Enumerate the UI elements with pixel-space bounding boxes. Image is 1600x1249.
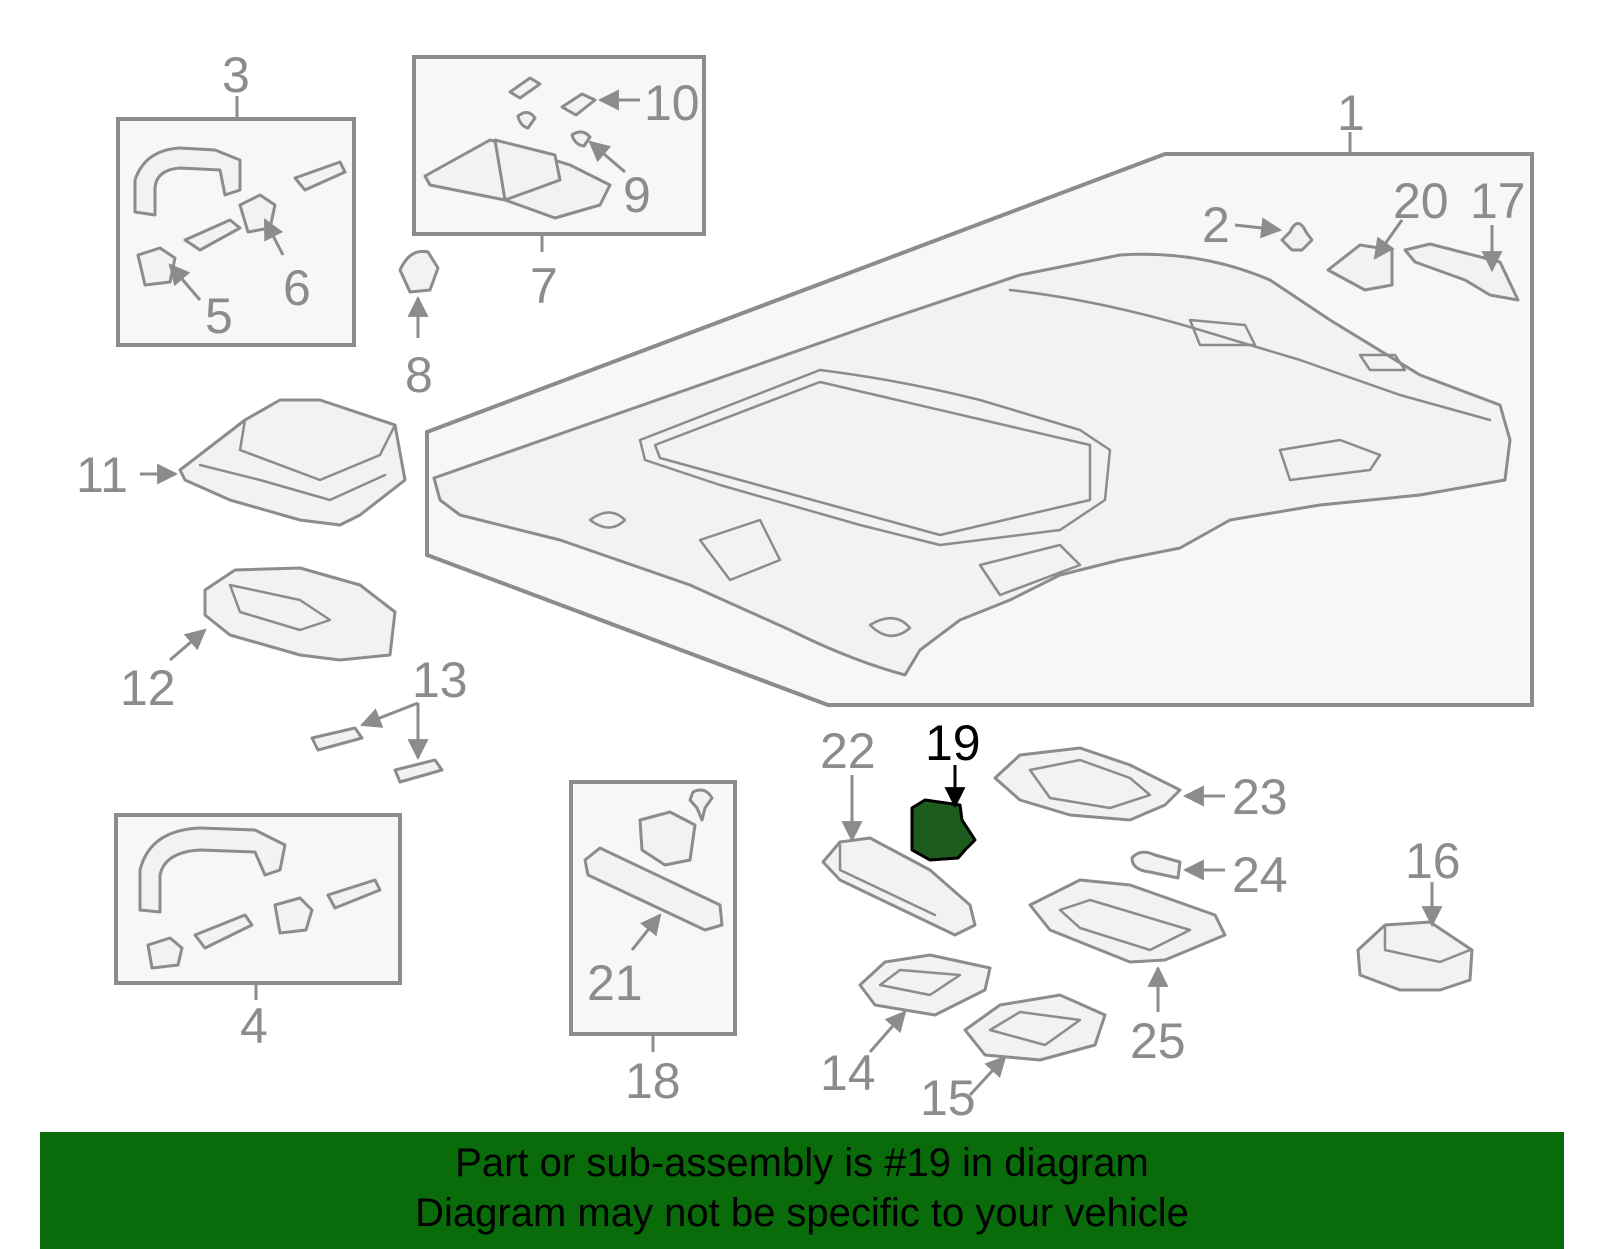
svg-text:16: 16 <box>1405 833 1461 889</box>
part-16[interactable]: 16 <box>1356 833 1474 992</box>
svg-text:19: 19 <box>925 715 981 771</box>
part-23[interactable]: 23 <box>993 746 1288 825</box>
svg-text:14: 14 <box>820 1045 876 1101</box>
footer-line-1: Part or sub-assembly is #19 in diagram <box>455 1141 1149 1185</box>
part-group-4[interactable] <box>114 813 402 1000</box>
svg-text:10: 10 <box>644 75 700 131</box>
part-19-highlighted[interactable]: 19 <box>910 715 981 862</box>
part-2[interactable]: 2 <box>1202 197 1314 253</box>
part-13[interactable]: 13 <box>310 652 468 784</box>
label-6[interactable]: 6 <box>263 218 311 316</box>
svg-text:6: 6 <box>283 260 311 316</box>
label-1: 1 <box>1337 85 1365 141</box>
svg-text:21: 21 <box>587 955 643 1011</box>
label-18: 18 <box>625 1053 681 1109</box>
label-9[interactable]: 9 <box>588 140 651 223</box>
svg-text:13: 13 <box>412 652 468 708</box>
svg-text:12: 12 <box>120 660 176 716</box>
svg-text:2: 2 <box>1202 197 1230 253</box>
label-10[interactable]: 10 <box>597 75 700 131</box>
label-4: 4 <box>240 998 268 1054</box>
svg-text:24: 24 <box>1232 847 1288 903</box>
svg-text:23: 23 <box>1232 769 1288 825</box>
part-17[interactable]: 17 <box>1403 173 1526 302</box>
svg-text:8: 8 <box>405 347 433 403</box>
svg-text:4: 4 <box>240 998 268 1054</box>
part-25[interactable]: 25 <box>1028 878 1227 1069</box>
part-15[interactable]: 15 <box>920 993 1107 1126</box>
part-8[interactable]: 8 <box>398 249 440 403</box>
part-20[interactable]: 20 <box>1326 173 1449 292</box>
part-22[interactable]: 22 <box>820 723 977 937</box>
label-7: 7 <box>530 258 558 314</box>
svg-text:5: 5 <box>205 288 233 344</box>
svg-text:15: 15 <box>920 1070 976 1126</box>
part-12[interactable]: 12 <box>120 566 397 716</box>
svg-text:7: 7 <box>530 258 558 314</box>
footer-line-2: Diagram may not be specific to your vehi… <box>415 1191 1189 1235</box>
label-3: 3 <box>222 47 250 103</box>
part-11[interactable]: 11 <box>76 398 407 527</box>
label-21: 21 <box>587 955 643 1011</box>
part-group-7[interactable] <box>412 55 706 252</box>
svg-text:25: 25 <box>1130 1013 1186 1069</box>
svg-text:22: 22 <box>820 723 876 779</box>
part-group-18[interactable] <box>569 780 737 1052</box>
footer-banner: Part or sub-assembly is #19 in diagram D… <box>40 1132 1564 1249</box>
part-group-3[interactable] <box>116 96 356 347</box>
svg-text:18: 18 <box>625 1053 681 1109</box>
svg-text:9: 9 <box>623 167 651 223</box>
label-5[interactable]: 5 <box>168 263 233 344</box>
part-14[interactable]: 14 <box>820 953 992 1101</box>
svg-text:3: 3 <box>222 47 250 103</box>
svg-text:17: 17 <box>1470 173 1526 229</box>
svg-text:20: 20 <box>1393 173 1449 229</box>
svg-text:1: 1 <box>1337 85 1365 141</box>
svg-text:11: 11 <box>76 447 128 503</box>
part-1-headliner[interactable] <box>425 132 1534 707</box>
part-24[interactable]: 24 <box>1130 847 1288 903</box>
